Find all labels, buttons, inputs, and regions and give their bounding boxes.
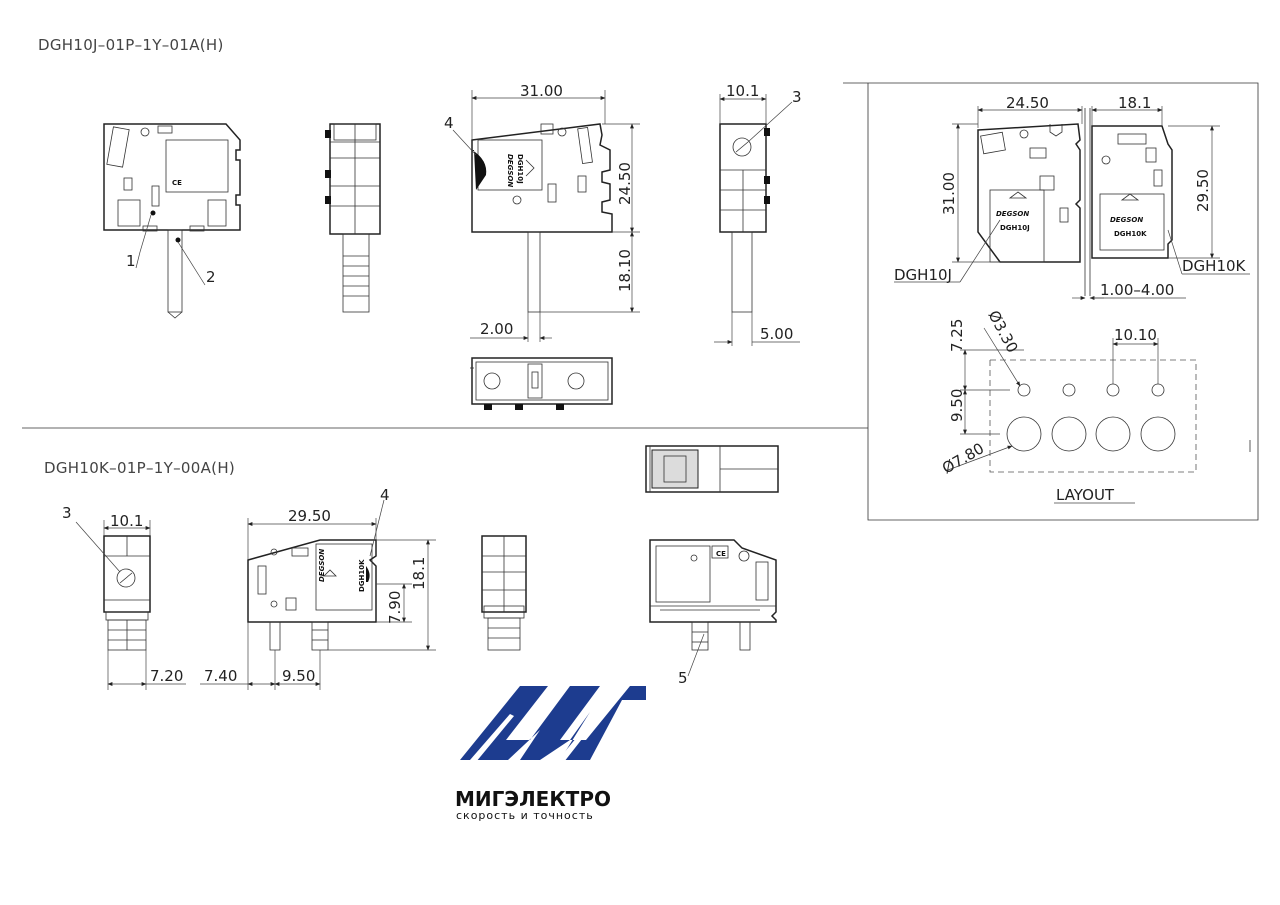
svg-text:7.90: 7.90	[386, 591, 404, 624]
svg-text:31.00: 31.00	[520, 82, 563, 100]
panel-model-j: DGH10J	[1000, 224, 1030, 232]
ce-mark-k: CE	[716, 550, 726, 558]
callout-4-bottom: 4	[369, 486, 390, 557]
svg-text:18.1: 18.1	[410, 557, 428, 590]
svg-text:29.50: 29.50	[288, 507, 331, 525]
dgh10k-top-view	[645, 445, 779, 493]
layout-label: LAYOUT	[1056, 486, 1115, 504]
svg-text:2: 2	[206, 268, 216, 286]
title-dgh10j: DGH10J–01P–1Y–01A(H)	[38, 36, 224, 54]
dgh10k-end-view	[103, 535, 151, 651]
panel-dgh10j-view: DEGSON DGH10J	[977, 123, 1081, 263]
frame-lines	[22, 82, 1259, 521]
svg-text:3: 3	[792, 88, 802, 106]
svg-text:4: 4	[444, 114, 454, 132]
dgh10k-side-view-main: DEGSON DGH10K	[247, 539, 377, 651]
panel-brand-j: DEGSON	[996, 210, 1029, 218]
logo-tagline: скорость и точность	[456, 809, 594, 822]
layout-drawing: 7.25 9.50 10.10 Ø3.30 Ø7.80 LAYOUT	[939, 307, 1197, 504]
svg-text:10.10: 10.10	[1114, 326, 1157, 344]
svg-text:10.1: 10.1	[110, 512, 143, 530]
dgh10j-side-view-left: CE	[103, 123, 241, 319]
svg-text:9.50: 9.50	[948, 389, 966, 422]
svg-text:18.1: 18.1	[1118, 94, 1151, 112]
panel-dgh10k-view: DEGSON DGH10K	[1084, 108, 1173, 296]
callout-3-bottom: 3	[62, 504, 121, 573]
svg-text:18.10: 18.10	[616, 249, 634, 292]
svg-text:24.50: 24.50	[1006, 94, 1049, 112]
svg-text:7.40: 7.40	[204, 667, 237, 685]
logo-name: МИГЭЛЕКТРО	[455, 787, 611, 811]
svg-text:9.50: 9.50	[282, 667, 315, 685]
panel-model-k: DGH10K	[1114, 230, 1147, 238]
svg-text:31.00: 31.00	[940, 172, 958, 215]
dim-10-1-top: 10.1	[719, 82, 767, 124]
dgh10j-bottom-view	[470, 357, 613, 410]
panel-label-dgh10k: DGH10K	[1182, 257, 1247, 275]
callout-1: 1	[126, 214, 152, 270]
svg-text:5: 5	[678, 669, 688, 687]
dim-18-1: 18.1	[328, 539, 436, 651]
svg-text:1: 1	[126, 252, 136, 270]
title-dgh10k: DGH10K–01P–1Y–00A(H)	[44, 459, 235, 477]
dim-10-1-bottom: 10.1	[103, 512, 151, 536]
dgh10k-front-view	[481, 535, 527, 651]
callout-3-top: 3	[747, 88, 802, 143]
svg-text:29.50: 29.50	[1194, 169, 1212, 212]
dim-24-50: 24.50	[602, 123, 640, 233]
dim-2-00: 2.00	[470, 312, 552, 342]
callout-4-top: 4	[444, 114, 477, 156]
svg-text:5.00: 5.00	[760, 325, 793, 343]
dim-7-20: 7.20	[107, 650, 186, 690]
callout-5: 5	[678, 633, 705, 687]
brand-mark-k: DEGSON	[318, 549, 326, 582]
model-mark-k: DGH10K	[358, 559, 366, 592]
dgh10k-side-view-right: CE	[649, 539, 777, 651]
dim-29-50: 29.50	[247, 507, 377, 560]
panel-brand-k: DEGSON	[1110, 216, 1143, 224]
callout-2: 2	[177, 241, 216, 286]
dim-7-40-9-50: 7.40 9.50	[200, 622, 321, 690]
dim-18-10: 18.10	[540, 231, 640, 313]
svg-text:7.20: 7.20	[150, 667, 183, 685]
dgh10j-side-view-main: DEGSON DGH10J	[471, 123, 613, 313]
svg-text:Ø3.30: Ø3.30	[984, 307, 1021, 355]
dim-31-00: 31.00	[471, 82, 606, 140]
brand-mark-j: DEGSON	[506, 154, 514, 187]
svg-text:4: 4	[380, 486, 390, 504]
dgh10j-front-view	[325, 123, 381, 313]
ce-mark: CE	[172, 179, 182, 187]
svg-text:1.00–4.00: 1.00–4.00	[1100, 281, 1174, 299]
dgh10j-end-view	[719, 123, 770, 313]
logo-mark	[460, 686, 646, 760]
company-logo: МИГЭЛЕКТРО скорость и точность	[455, 686, 646, 822]
svg-text:3: 3	[62, 504, 72, 522]
dim-5-00: 5.00	[714, 312, 800, 346]
svg-text:24.50: 24.50	[616, 162, 634, 205]
panel-label-dgh10j: DGH10J	[894, 266, 952, 284]
svg-text:Ø7.80: Ø7.80	[939, 439, 987, 477]
dim-7-90: 7.90	[376, 583, 412, 624]
model-mark-j: DGH10J	[516, 154, 524, 184]
svg-text:10.1: 10.1	[726, 82, 759, 100]
panel-dims: 24.50 18.1 31.00 29.50 1.00–4.00 DGH10J …	[894, 94, 1250, 300]
svg-text:7.25: 7.25	[948, 319, 966, 352]
svg-text:2.00: 2.00	[480, 320, 513, 338]
